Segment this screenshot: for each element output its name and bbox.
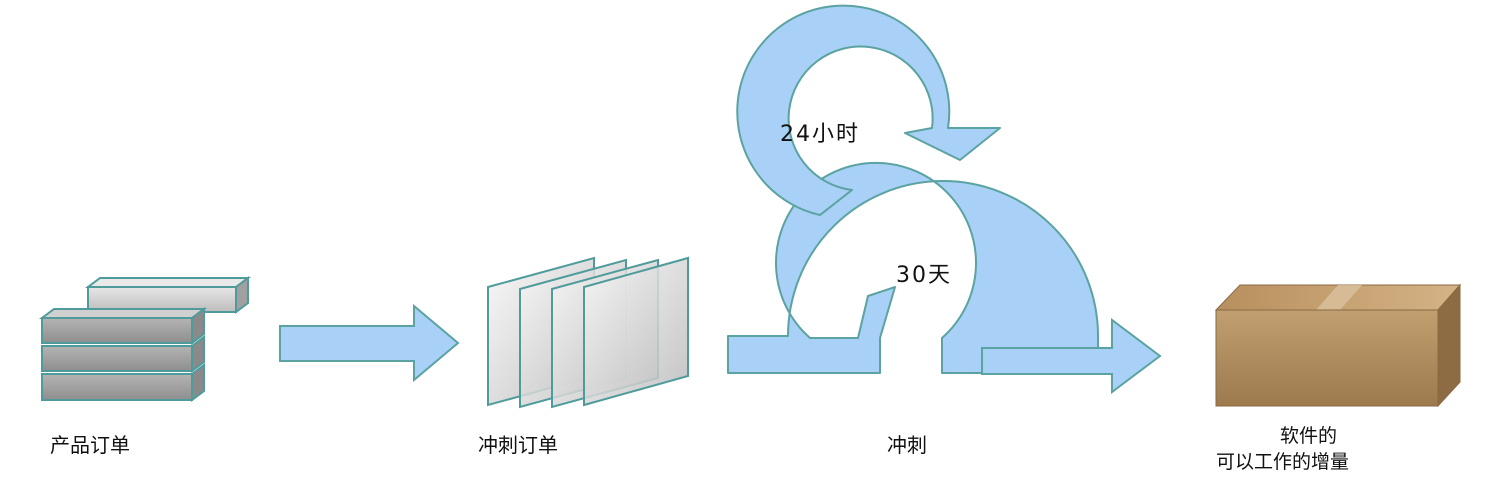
backlog-block — [85, 276, 251, 314]
flow-arrow-icon — [279, 303, 460, 383]
product-backlog-stack-icon — [39, 276, 251, 402]
sprint-cycle-label: 30天 — [896, 263, 952, 288]
backlog-block — [41, 363, 205, 402]
increment-box-icon — [1214, 283, 1462, 408]
sprint-backlog-label: 冲刺订单 — [478, 433, 558, 457]
sprint-output-arrow-icon — [981, 318, 1162, 394]
daily-cycle-label: 24小时 — [780, 122, 860, 147]
backlog-block — [39, 307, 207, 345]
daily-loop-arrow-icon — [736, 4, 1001, 216]
sprint-cycle-icon — [727, 4, 1162, 394]
product-backlog-label: 产品订单 — [50, 433, 130, 457]
backlog-block — [41, 335, 205, 373]
sprint-backlog-sheets-icon — [487, 256, 689, 409]
increment-label-line2: 可以工作的增量 — [1216, 451, 1350, 473]
sprint-label: 冲刺 — [887, 433, 927, 457]
increment-label-line1: 软件的 — [1280, 425, 1338, 447]
